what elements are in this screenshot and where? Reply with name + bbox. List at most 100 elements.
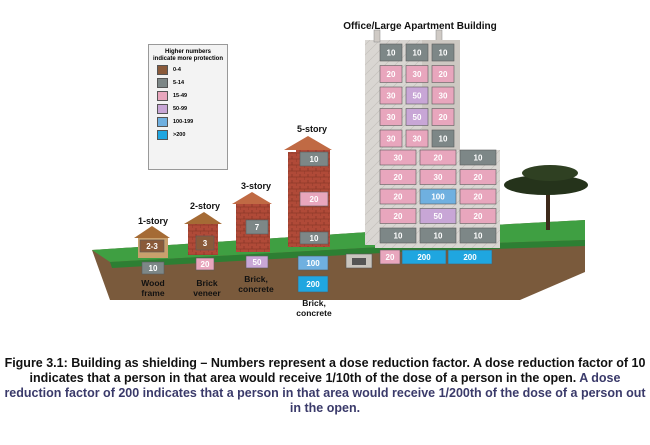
one-story-material-2: frame [141, 288, 164, 298]
legend-swatch [157, 129, 168, 140]
office-basement-cell [379, 249, 401, 265]
office-wing-cell [419, 169, 457, 185]
office-tower-cell [405, 43, 429, 62]
office-wing-cell [379, 227, 417, 244]
office-tower-cell [379, 65, 403, 83]
two-story-basement-cell [195, 257, 215, 271]
office-wing-value: 100 [431, 193, 445, 202]
office-tower-cell [431, 43, 455, 62]
one-story-value: 2-3 [146, 242, 158, 251]
office-tower-cell [431, 65, 455, 83]
three-story-title: 3-story [241, 181, 271, 191]
five-story-basement-cell [297, 275, 329, 293]
office-wing-value: 10 [394, 232, 403, 241]
office-tower-cell [431, 108, 455, 126]
ground [92, 220, 585, 300]
five-story-cell [299, 231, 329, 245]
office-tower-value: 10 [387, 49, 396, 58]
one-story-basement-value: 10 [149, 264, 158, 273]
office-tower-cell [379, 43, 403, 62]
legend-swatch [157, 116, 168, 127]
office-wing-cell [379, 149, 417, 166]
office-wing-cell [379, 188, 417, 205]
office-tower-cell [379, 129, 403, 148]
office-wing-value: 10 [474, 154, 483, 163]
legend-item: >200 [157, 128, 227, 141]
five-story-title: 5-story [297, 124, 327, 134]
legend-item: 5-14 [157, 76, 227, 89]
office-wing-cell [419, 227, 457, 244]
two-story-basement-value: 20 [201, 260, 210, 269]
office-tower-value: 10 [413, 49, 422, 58]
five-story-basement-value: 200 [306, 280, 320, 289]
office-tower-value: 50 [413, 113, 422, 122]
office-basement-value: 200 [463, 253, 477, 262]
three-story-cell [245, 219, 269, 235]
one-story-title: 1-story [138, 216, 168, 226]
two-story-title: 2-story [190, 201, 220, 211]
five-story-basement-cell [297, 255, 329, 271]
office-wing-value: 20 [394, 193, 403, 202]
two-story-cell [195, 235, 215, 251]
office-tower-value: 30 [413, 135, 422, 144]
legend-title: Higher numbers indicate more protection [153, 49, 224, 62]
office-tower-cell [405, 65, 429, 83]
office-wing-cell [459, 208, 497, 224]
office-wing-cell [459, 149, 497, 166]
tree-icon [504, 165, 588, 230]
legend-range: 5-14 [173, 79, 185, 86]
office-wing-cell [419, 208, 457, 224]
office-tower-value: 10 [439, 135, 448, 144]
office-tower-cell [431, 86, 455, 105]
legend-range: 15-49 [173, 92, 188, 99]
five-story-cell [299, 191, 329, 207]
office-wing-value: 50 [434, 212, 443, 221]
five-story-value: 10 [310, 155, 319, 164]
office-tower-value: 20 [439, 70, 448, 79]
one-story-building: 2-3 10 [134, 226, 170, 275]
office-tower-value: 30 [413, 70, 422, 79]
office-tower-value: 10 [439, 49, 448, 58]
office-basement-cell [401, 249, 447, 265]
three-story-material-2: concrete [238, 284, 274, 294]
legend-item: 15-49 [157, 89, 227, 102]
three-story-basement-value: 50 [253, 258, 262, 267]
office-wing-cell [379, 169, 417, 185]
office-tower-cell [405, 129, 429, 148]
truck-icon [345, 253, 373, 269]
office-wing-cell [459, 169, 497, 185]
legend-range: 50-99 [173, 105, 188, 112]
legend-item: 50-99 [157, 102, 227, 115]
office-wing-value: 10 [434, 232, 443, 241]
office-wing-value: 30 [394, 154, 403, 163]
one-story-material-1: Wood [141, 278, 164, 288]
legend: Higher numbers indicate more protection … [148, 44, 228, 170]
office-tower-value: 20 [387, 70, 396, 79]
legend-swatch [157, 103, 168, 114]
legend-item: 0-4 [157, 63, 227, 76]
legend-swatch [157, 77, 168, 88]
three-story-building: 750 [232, 192, 272, 269]
office-tower-cell [379, 86, 403, 105]
caption-main: Figure 3.1: Building as shielding – Numb… [4, 356, 646, 385]
legend-range: 0-4 [173, 66, 181, 73]
five-story-material-2: concrete [296, 308, 332, 318]
office-wing-value: 20 [434, 154, 443, 163]
office-wing-cell [379, 208, 417, 224]
office-wing-value: 30 [434, 173, 443, 182]
office-wing-value: 20 [394, 212, 403, 221]
office-tower-cell [431, 129, 455, 148]
caption-secondary: A dose reduction factor of 200 indicates… [4, 371, 646, 415]
office-wing-value: 20 [474, 193, 483, 202]
office-tower-cell [379, 108, 403, 126]
office-tower-value: 30 [387, 113, 396, 122]
office-tower-value: 50 [413, 92, 422, 101]
office-wing-value: 20 [394, 173, 403, 182]
one-story-basement-cell [141, 261, 165, 275]
two-story-building: 320 [184, 212, 222, 271]
legend-range: 100-199 [173, 118, 194, 125]
figure-caption: Figure 3.1: Building as shielding – Numb… [0, 356, 650, 416]
